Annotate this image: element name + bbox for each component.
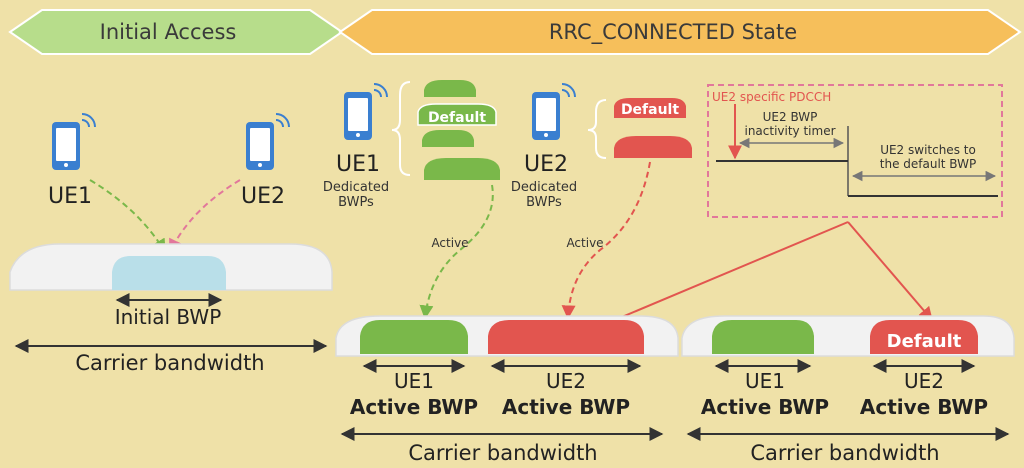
right-carrier-label: Carrier bandwidth — [750, 441, 939, 465]
right-ue2-label: UE2 — [904, 369, 944, 393]
dedicated-ue2: UE2 Dedicated BWPs — [511, 83, 577, 210]
ue1-bwp-1 — [424, 80, 476, 97]
initial-bwp-label: Initial BWP — [115, 305, 222, 329]
initial-ue2: UE2 — [241, 113, 290, 209]
ue2-bwp-2 — [614, 136, 692, 158]
mid-carrier-label: Carrier bandwidth — [408, 441, 597, 465]
timer-label-1: UE2 BWP — [763, 110, 818, 124]
initial-access-title: Initial Access — [100, 20, 237, 44]
right-ue2-default-bwp — [870, 320, 978, 354]
ue2-bwp-brace — [587, 99, 607, 159]
ue1-active-label: Active — [431, 236, 468, 250]
right-default-label: Default — [887, 331, 962, 352]
rrc-connected-title: RRC_CONNECTED State — [549, 20, 797, 45]
ue1-default-label: Default — [428, 110, 486, 126]
right-ue1-label: UE1 — [745, 369, 785, 393]
timer-label-2: inactivity timer — [744, 124, 835, 138]
phone-icon — [531, 83, 576, 141]
pdcch-label: UE2 specific PDCCH — [712, 90, 831, 104]
dedicated-ue2-label: UE2 — [524, 152, 568, 177]
ue1-access-arrow — [89, 179, 166, 254]
dedicated-ue1-label: UE1 — [336, 152, 380, 177]
initial-bwp-block — [112, 256, 226, 290]
mid-ue2-active-bwp — [488, 320, 644, 354]
right-ue1-active-bwp — [712, 320, 814, 354]
dedicated-ue2-caption-2: BWPs — [526, 195, 562, 210]
rrc-connected-banner: RRC_CONNECTED State — [338, 9, 1022, 55]
initial-ue2-label: UE2 — [241, 184, 285, 209]
switch-label-1: UE2 switches to — [880, 143, 976, 157]
ue1-bwp-default — [417, 103, 497, 126]
mid-ue1-active-bwp — [360, 320, 468, 354]
ue1-bwp-3 — [422, 130, 474, 147]
default-switch-arrow — [847, 221, 933, 322]
phone-icon — [245, 113, 290, 171]
mid-ue2-label: UE2 — [546, 369, 586, 393]
dedicated-ue1-caption-1: Dedicated — [323, 180, 389, 195]
switch-label-2: the default BWP — [880, 157, 976, 171]
mid-ue1-bwp-label: Active BWP — [350, 395, 478, 419]
dedicated-ue1-caption-2: BWPs — [338, 195, 374, 210]
ue1-active-arrow — [419, 184, 494, 320]
ue1-bwp-brace — [391, 81, 411, 176]
mid-ue1-label: UE1 — [394, 369, 434, 393]
initial-ue1: UE1 — [48, 113, 96, 209]
ue2-access-arrow — [169, 179, 241, 254]
ue2-active-label: Active — [566, 236, 603, 250]
phone-icon — [51, 113, 96, 171]
right-ue1-bwp-label: Active BWP — [701, 395, 829, 419]
ue2-default-label: Default — [621, 102, 679, 118]
ue2-active-arrow — [561, 161, 651, 320]
initial-carrier-label: Carrier bandwidth — [75, 351, 264, 375]
ue1-bwp-4 — [424, 158, 500, 180]
mid-ue2-bwp-label: Active BWP — [502, 395, 630, 419]
dedicated-ue2-caption-1: Dedicated — [511, 180, 577, 195]
timer-link-line — [609, 221, 849, 323]
ue2-bwp-default — [614, 98, 686, 118]
initial-access-banner: Initial Access — [8, 9, 344, 55]
timer-box — [707, 84, 1003, 218]
right-ue2-bwp-label: Active BWP — [860, 395, 988, 419]
dedicated-ue1: UE1 Dedicated BWPs — [323, 83, 389, 210]
initial-ue1-label: UE1 — [48, 184, 92, 209]
phone-icon — [343, 83, 388, 141]
